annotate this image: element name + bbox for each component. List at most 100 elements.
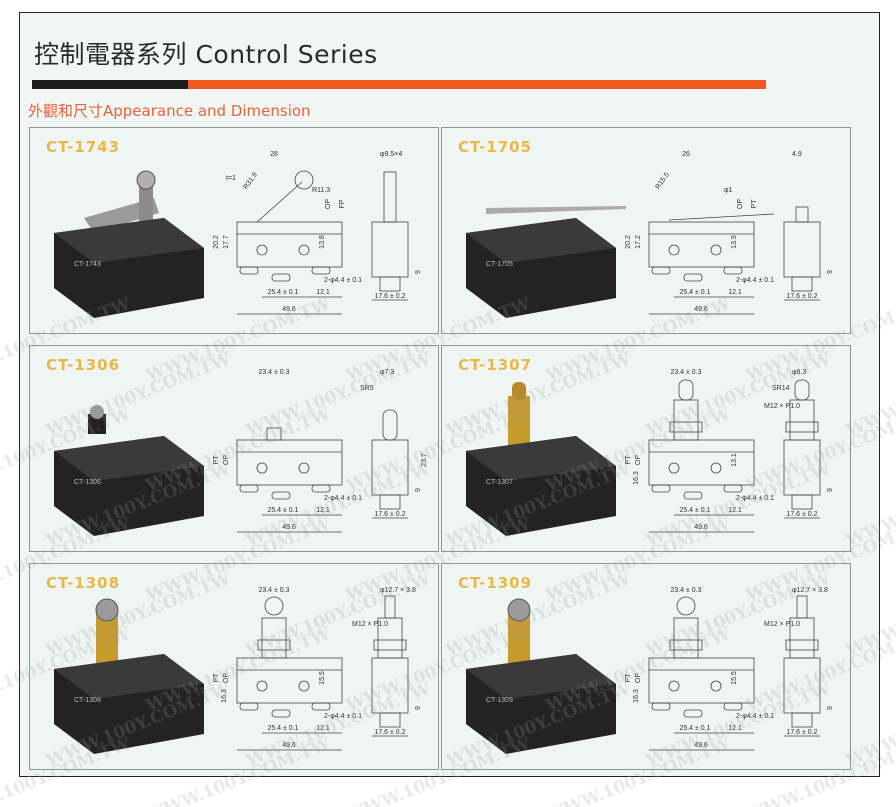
product-photo: CT-1309 (466, 598, 616, 754)
dim-width: 17.6 ± 0.2 (786, 511, 817, 518)
dim-label: 26 (682, 151, 690, 158)
dim-label: φ8.3 (792, 369, 806, 376)
body-model-print: CT-1306 (74, 479, 101, 486)
dim-length: 49.6 (694, 742, 708, 749)
dim-label: SR5 (360, 385, 374, 392)
end-roller (796, 595, 808, 619)
dim-label: 23.4 ± 0.3 (258, 587, 289, 594)
dim-label: OP (223, 455, 230, 465)
dim-label: 13.9 (731, 235, 738, 249)
body-model-print: CT-1308 (74, 697, 101, 704)
dim-holes: 2-φ4.4 ± 0.1 (736, 277, 774, 284)
mount-hole (710, 462, 722, 474)
dim-label: 15.5 (319, 671, 326, 685)
roller-outline (264, 596, 284, 616)
mount-hole (256, 680, 268, 692)
end-view-body (371, 657, 409, 714)
terminal (271, 491, 291, 500)
dim-label: OP (223, 673, 230, 683)
dim-label: 20.2 (625, 235, 632, 249)
plunger-outline (266, 427, 282, 441)
dim-label: 15.5 (731, 671, 738, 685)
dim-label: R11.3 (312, 187, 330, 194)
terminal (271, 709, 291, 718)
terminal (651, 484, 671, 493)
dim-pitch: 25.4 ± 0.1 (679, 289, 710, 296)
end-actuator (383, 171, 397, 223)
product-photo: CT-1307 (466, 382, 616, 536)
dim-label: 16.3 (633, 689, 640, 703)
model-number: CT-1743 (46, 138, 121, 156)
dim-length: 49.6 (282, 742, 296, 749)
title-divider-bar (32, 80, 766, 89)
mount-hole (256, 462, 268, 474)
dim-terminal-height: 9 (415, 270, 422, 274)
dim-label: φ12.7 × 3.8 (380, 587, 416, 594)
dim-label: 13.1 (731, 453, 738, 467)
dim-label: φ7.3 (380, 369, 394, 376)
end-view-terminal (791, 276, 813, 292)
dim-pitch: 25.4 ± 0.1 (267, 289, 298, 296)
terminal (651, 266, 671, 275)
model-number: CT-1306 (46, 356, 121, 374)
terminal (683, 273, 703, 282)
dim-holes: 2-φ4.4 ± 0.1 (736, 495, 774, 502)
dim-terminal-height: 9 (827, 488, 834, 492)
dim-width: 17.6 ± 0.2 (374, 729, 405, 736)
dim-width: 17.6 ± 0.2 (786, 729, 817, 736)
dim-label: 17.7 (223, 235, 230, 249)
dim-label: FP (339, 199, 346, 208)
dim-label: M12 × P1.0 (764, 621, 800, 628)
dim-label: OP (325, 199, 332, 209)
dim-label: φ12.7 × 3.8 (792, 587, 828, 594)
dim-holes: 2-φ4.4 ± 0.1 (736, 713, 774, 720)
side-view-body (648, 439, 755, 486)
end-plunger (794, 379, 810, 401)
switch-body-top (466, 218, 616, 263)
dim-length: 49.6 (694, 524, 708, 531)
dim-terminal-height: 9 (827, 706, 834, 710)
dim-label: φ9.5×4 (380, 151, 402, 158)
terminal (723, 484, 743, 493)
side-view-body (236, 439, 343, 486)
mount-hole (298, 462, 310, 474)
body-model-print: CT-1307 (486, 479, 513, 486)
dim-label: 13.8 (319, 235, 326, 249)
end-nut (785, 421, 819, 433)
terminal (683, 709, 703, 718)
model-number: CT-1307 (458, 356, 533, 374)
terminal (311, 484, 331, 493)
dim-label: M12 × P1.0 (764, 403, 800, 410)
dim-width: 17.6 ± 0.2 (374, 511, 405, 518)
nut-outline (257, 639, 291, 651)
mount-hole (668, 462, 680, 474)
dim-label: M12 × P1.0 (352, 621, 388, 628)
mount-hole (710, 680, 722, 692)
product-photo: CT-1306 (54, 405, 204, 536)
dim-label: 16.3 (221, 689, 228, 703)
dim-width: 17.6 ± 0.2 (374, 293, 405, 300)
dim-label: 17.2 (635, 235, 642, 249)
dim-label: PT (625, 673, 632, 683)
dim-label: φ1 (724, 187, 733, 194)
dim-label: PT (751, 199, 758, 209)
dim-holes: 2-φ4.4 ± 0.1 (324, 495, 362, 502)
dim-offset: 12.1 (316, 289, 330, 296)
terminal (239, 266, 259, 275)
nut-outline (669, 421, 703, 433)
dim-offset: 12.1 (728, 725, 742, 732)
dim-label: PT (213, 673, 220, 683)
body-model-print: CT-1705 (486, 261, 513, 268)
mount-hole (668, 244, 680, 256)
end-view-body (783, 439, 821, 496)
end-nut (785, 639, 819, 651)
plunger-tip (512, 382, 526, 400)
side-view-body (236, 657, 343, 704)
